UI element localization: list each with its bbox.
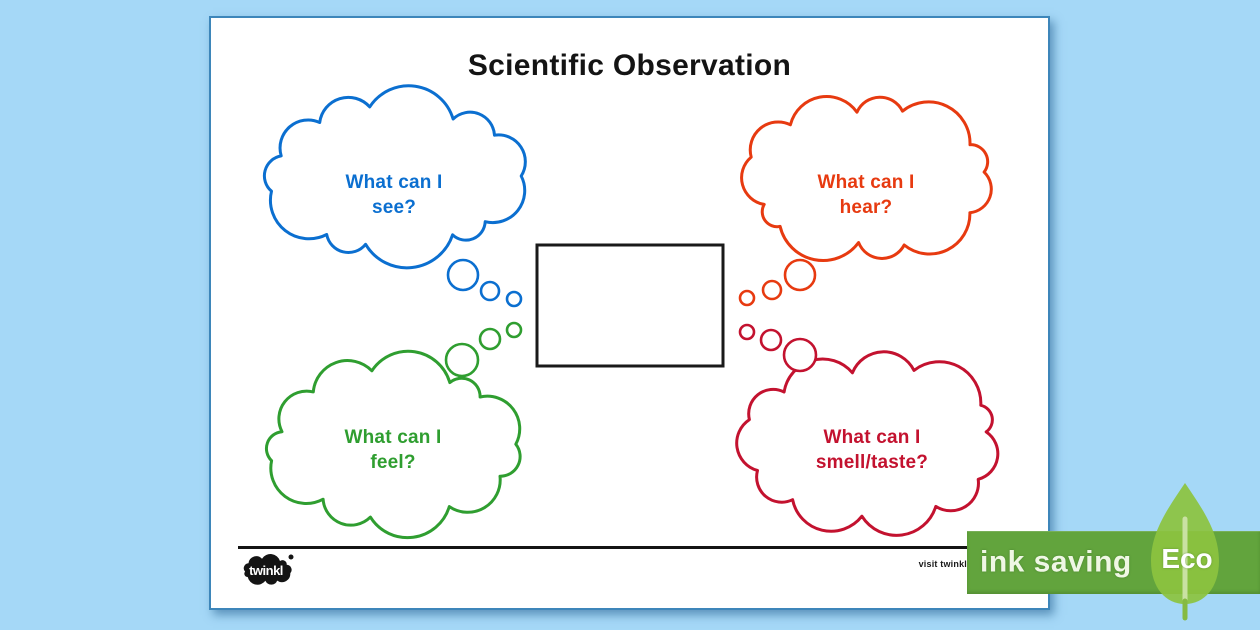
- thought-bubble-hear: [783, 258, 817, 292]
- central-object-box[interactable]: [535, 243, 725, 368]
- cloud-label-see: What can I see?: [274, 170, 514, 220]
- cloud-label-hear-line2: hear?: [839, 197, 893, 218]
- thought-bubble-smell-taste: [759, 328, 783, 352]
- thought-bubble-smell-taste: [738, 323, 756, 341]
- thought-bubble-smell-taste: [782, 337, 818, 373]
- thought-bubble-feel: [478, 327, 502, 351]
- twinkl-logo-cloud: [243, 554, 294, 585]
- cloud-label-see-line2: see?: [371, 197, 417, 218]
- thought-bubble-feel: [505, 321, 523, 339]
- cloud-label-hear-line1: What can I: [817, 172, 915, 193]
- cloud-label-feel-line2: feel?: [370, 452, 416, 473]
- cloud-label-feel: What can I feel?: [273, 425, 513, 475]
- thought-bubble-feel: [444, 342, 480, 378]
- thought-bubble-see: [479, 280, 501, 302]
- worksheet-title: Scientific Observation: [467, 49, 792, 82]
- cloud-label-smell-taste-line2: smell/taste?: [815, 452, 929, 473]
- cloud-label-see-line1: What can I: [345, 172, 443, 193]
- ink-saving-label: ink saving: [980, 544, 1132, 578]
- footer-divider: [238, 546, 1022, 549]
- visit-twinkl-link: visit twinkl: [918, 559, 967, 569]
- twinkl-logo: twinkl: [238, 551, 296, 593]
- logo-cloud-shape: [243, 554, 292, 585]
- thought-clouds-diagram: [262, 84, 1000, 540]
- logo-sparkle-dot: [288, 554, 294, 560]
- thought-bubble-hear: [761, 279, 783, 301]
- thought-bubble-see: [446, 258, 480, 292]
- worksheet-page: Scientific Observation What can I see? W…: [209, 16, 1050, 610]
- thought-bubble-hear: [738, 289, 756, 307]
- cloud-label-feel-line1: What can I: [344, 427, 442, 448]
- thought-cloud-hear: [740, 95, 993, 262]
- thought-cloud-see: [262, 84, 527, 270]
- cloud-label-smell-taste-line1: What can I: [823, 427, 921, 448]
- eco-label: Eco: [1161, 543, 1213, 574]
- thought-bubble-see: [505, 290, 523, 308]
- thought-cloud-smell-taste: [735, 350, 1000, 537]
- eco-leaf-icon: [1146, 481, 1224, 621]
- cloud-label-hear: What can I hear?: [746, 170, 986, 220]
- twinkl-logo-text: twinkl: [249, 563, 283, 578]
- thought-cloud-feel: [264, 349, 522, 540]
- cloud-label-smell-taste: What can I smell/taste?: [752, 425, 992, 475]
